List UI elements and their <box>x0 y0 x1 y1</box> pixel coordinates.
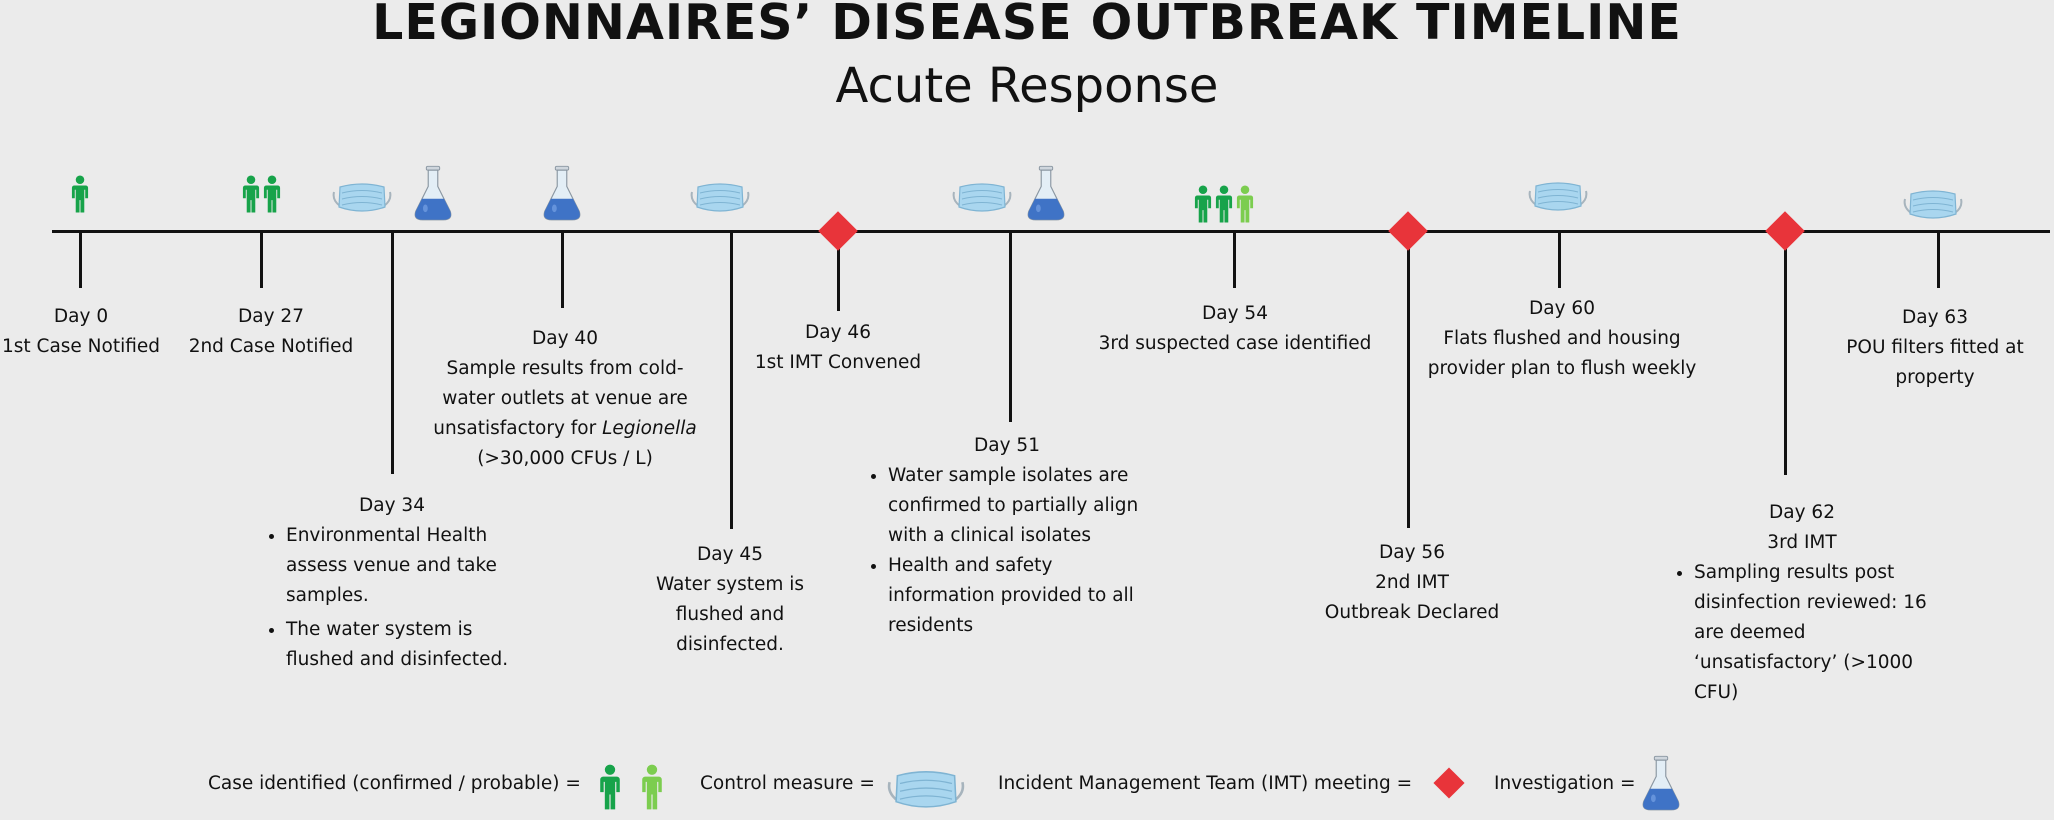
tick-day-62 <box>1784 231 1787 475</box>
event-bullet: Sampling results post disinfection revie… <box>1694 558 1932 708</box>
tick-day-40 <box>561 231 564 308</box>
event-day-label: Day 54 <box>1202 303 1268 324</box>
imt-diamond-day-62 <box>1765 211 1805 251</box>
tick-day-51 <box>1009 231 1012 422</box>
tick-day-46 <box>837 231 840 311</box>
event-day-51: Day 51 Water sample isolates are confirm… <box>862 431 1152 641</box>
tick-day-63 <box>1937 231 1940 288</box>
tick-day-45 <box>730 231 733 529</box>
page-title: LEGIONNAIRES’ DISEASE OUTBREAK TIMELINE <box>372 0 1682 51</box>
person-icon <box>640 764 664 810</box>
face-mask-icon <box>886 764 966 816</box>
event-bullet: Environmental Health assess venue and ta… <box>286 521 522 611</box>
person-icon <box>1214 185 1234 223</box>
event-day-label: Day 60 <box>1529 298 1595 319</box>
event-day-label: Day 27 <box>238 306 304 327</box>
event-bullet-list: Sampling results post disinfection revie… <box>1672 558 1932 708</box>
tick-day-34 <box>391 231 394 474</box>
event-text: 1st IMT Convened <box>754 352 922 373</box>
event-day-label: Day 46 <box>805 322 871 343</box>
face-mask-icon <box>1903 185 1963 225</box>
flask-icon <box>412 165 454 223</box>
event-day-label: Day 34 <box>359 495 425 516</box>
event-text: Flats flushed and housing provider plan … <box>1427 328 1697 379</box>
event-bullet: The water system is flushed and disinfec… <box>286 615 522 675</box>
event-day-label: Day 62 <box>1769 502 1835 523</box>
event-day-54: Day 54 3rd suspected case identified <box>1070 299 1400 359</box>
organism-name: Legionella <box>602 418 697 439</box>
legend-control-label: Control measure = <box>700 773 875 794</box>
event-bullet-list: Environmental Health assess venue and ta… <box>262 521 522 675</box>
legend-investigation-label: Investigation = <box>1494 773 1636 794</box>
tick-day-56 <box>1407 231 1410 528</box>
legend-case-label: Case identified (confirmed / probable) = <box>208 773 581 794</box>
event-day-63: Day 63 POU filters fitted at property <box>1830 303 2040 393</box>
flask-icon <box>541 165 583 223</box>
flask-icon <box>1025 165 1067 223</box>
event-text: 1st Case Notified <box>1 336 161 357</box>
event-text: 3rd suspected case identified <box>1098 333 1372 354</box>
event-subtitle: 3rd IMT <box>1767 532 1837 553</box>
imt-diamond-day-56 <box>1388 211 1428 251</box>
person-icon <box>1235 185 1255 223</box>
event-text: 2nd Case Notified <box>188 336 354 357</box>
event-bullet: Health and safety information provided t… <box>888 551 1152 641</box>
event-text-line: (>30,000 CFUs / L) <box>477 448 653 469</box>
event-day-label: Day 63 <box>1902 307 1968 328</box>
face-mask-icon <box>952 178 1012 218</box>
event-day-46: Day 46 1st IMT Convened <box>728 318 948 378</box>
timeline-axis <box>52 230 2050 233</box>
diamond-icon <box>1433 767 1465 799</box>
event-day-34: Day 34 Environmental Health assess venue… <box>262 491 522 675</box>
face-mask-icon <box>1528 177 1588 217</box>
event-day-27: Day 27 2nd Case Notified <box>180 302 362 362</box>
event-day-45: Day 45 Water system is flushed and disin… <box>640 540 820 660</box>
legend-imt-label: Incident Management Team (IMT) meeting = <box>998 773 1413 794</box>
event-text-line: Sample results from cold- <box>446 358 684 379</box>
event-bullet: Water sample isolates are confirmed to p… <box>888 461 1152 551</box>
tick-day-0 <box>79 231 82 288</box>
person-icon <box>262 175 282 213</box>
event-day-0: Day 0 1st Case Notified <box>0 302 162 362</box>
event-day-56: Day 56 2nd IMT Outbreak Declared <box>1302 538 1522 628</box>
event-day-60: Day 60 Flats flushed and housing provide… <box>1412 294 1712 384</box>
event-text-line: Outbreak Declared <box>1324 602 1500 623</box>
event-day-label: Day 51 <box>974 435 1040 456</box>
event-bullet-list: Water sample isolates are confirmed to p… <box>862 461 1152 641</box>
tick-day-54 <box>1233 231 1236 288</box>
page-subtitle: Acute Response <box>835 58 1219 114</box>
imt-diamond-day-46 <box>818 211 858 251</box>
person-icon <box>70 175 90 213</box>
person-icon <box>1193 185 1213 223</box>
event-day-label: Day 56 <box>1379 542 1445 563</box>
tick-day-60 <box>1558 231 1561 288</box>
event-text-line: unsatisfactory for Legionella <box>420 414 710 444</box>
event-day-40: Day 40 Sample results from cold- water o… <box>420 324 710 474</box>
event-day-label: Day 40 <box>532 328 598 349</box>
face-mask-icon <box>332 178 392 218</box>
event-text-line: water outlets at venue are <box>442 388 688 409</box>
event-day-62: Day 62 3rd IMT Sampling results post dis… <box>1672 498 1932 708</box>
face-mask-icon <box>690 178 750 218</box>
flask-icon <box>1640 755 1682 813</box>
event-text: Water system is flushed and disinfected. <box>655 574 805 655</box>
tick-day-27 <box>260 231 263 288</box>
event-text-line: 2nd IMT <box>1375 572 1449 593</box>
person-icon <box>241 175 261 213</box>
event-text-part: unsatisfactory for <box>433 418 603 439</box>
event-day-label: Day 45 <box>697 544 763 565</box>
person-icon <box>598 764 622 810</box>
event-text: POU filters fitted at property <box>1846 337 2024 388</box>
event-day-label: Day 0 <box>53 306 109 327</box>
